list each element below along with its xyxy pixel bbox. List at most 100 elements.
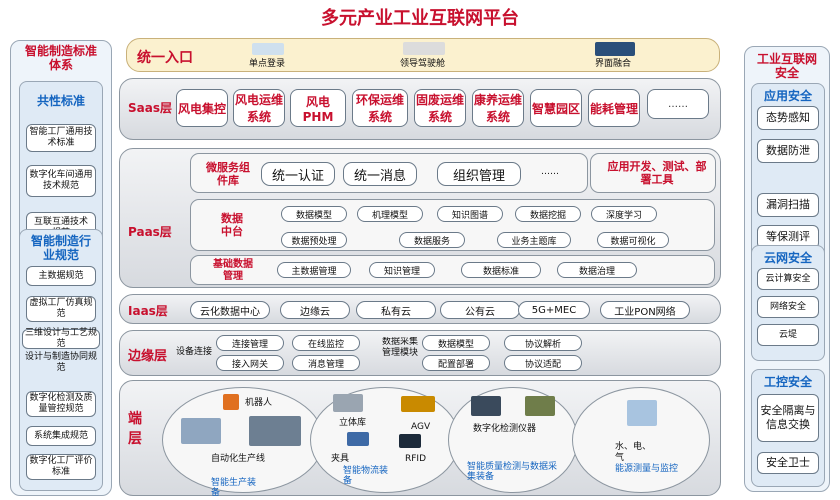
microservice-label: 微服务组件库 <box>206 161 250 187</box>
entry-label: 统一入口 <box>137 50 193 66</box>
standard-item[interactable]: 数字化检测及质量管控规范 <box>26 391 96 417</box>
standard-item[interactable]: 数字化工厂评价标准 <box>26 454 96 480</box>
iaas-label: Iaas层 <box>128 304 168 318</box>
data-item[interactable]: 数据服务 <box>399 232 465 248</box>
iaas-layer: Iaas层 云化数据中心 边缘云 私有云 公有云 5G+MEC 工业PON网络 <box>119 294 721 324</box>
data-item[interactable]: 数据预处理 <box>281 232 347 248</box>
cloud-security-title: 云网安全 <box>763 251 812 265</box>
data-item[interactable]: 深度学习 <box>591 206 657 222</box>
saas-item[interactable]: 风电集控 <box>176 89 228 127</box>
saas-item[interactable]: 固废运维系统 <box>414 89 466 127</box>
base-data-item[interactable]: 数据治理 <box>557 262 637 278</box>
end-item[interactable]: 数字化检测仪器 <box>473 424 537 434</box>
ics-security-title: 工控安全 <box>763 375 812 389</box>
agv-icon <box>401 396 435 412</box>
edge-item[interactable]: 在线监控 <box>292 335 360 351</box>
energy-monitoring-group: 水、电、气 能源测量与监控 <box>572 387 710 493</box>
data-item[interactable]: 业务主题库 <box>497 232 571 248</box>
warehouse-icon <box>333 394 363 412</box>
microservice-item[interactable]: …… <box>541 167 559 177</box>
edge-item[interactable]: 配置部署 <box>422 355 490 371</box>
saas-item[interactable]: 风电运维系统 <box>233 89 285 127</box>
edge-item[interactable]: 协议适配 <box>504 355 582 371</box>
edge-layer: 边缘层 设备连接 连接管理 在线监控 接入网关 消息管理 数据采集管理模块 数据… <box>119 330 721 376</box>
end-item[interactable]: AGV <box>411 422 431 432</box>
end-item[interactable]: 立体库 <box>339 418 367 428</box>
saas-item[interactable]: 环保运维系统 <box>352 89 408 127</box>
end-item[interactable]: 水、电、气 <box>615 442 652 463</box>
inspection-device-icon <box>471 396 501 416</box>
standard-item[interactable]: 系统集成规范 <box>26 426 96 446</box>
standard-item[interactable]: 主数据规范 <box>26 266 96 286</box>
iaas-item[interactable]: 公有云 <box>440 301 520 319</box>
security-item[interactable]: 安全隔离与信息交换 <box>757 394 819 442</box>
standard-item[interactable]: 虚拟工厂仿真规范 <box>26 296 96 322</box>
iaas-item[interactable]: 云化数据中心 <box>190 301 270 319</box>
security-heading: 工业互联网安全 <box>757 52 818 80</box>
base-data-item[interactable]: 数据标准 <box>461 262 541 278</box>
security-item[interactable]: 态势感知 <box>757 106 819 130</box>
standard-item[interactable]: 智能工厂通用技术标准 <box>26 124 96 152</box>
entry-layer: 统一入口 单点登录 领导驾驶舱 界面融合 <box>126 38 720 72</box>
entry-item[interactable]: 单点登录 <box>249 59 286 69</box>
data-collection-label: 数据采集管理模块 <box>382 337 418 358</box>
end-caption: 智能质量检测与数据采集装备 <box>467 462 558 482</box>
end-item[interactable]: 自动化生产线 <box>211 454 266 464</box>
security-item[interactable]: 网络安全 <box>757 296 819 318</box>
microservice-item[interactable]: 组织管理 <box>437 162 521 186</box>
iaas-item[interactable]: 工业PON网络 <box>600 301 690 319</box>
edge-item[interactable]: 协议解析 <box>504 335 582 351</box>
base-data-label: 基础数据管理 <box>213 259 253 282</box>
industry-standards-group: 智能制造行业规范 主数据规范 虚拟工厂仿真规范 三维设计与工艺规范 设计与制造协… <box>19 229 103 491</box>
data-item[interactable]: 数据可视化 <box>597 232 669 248</box>
saas-item[interactable]: …… <box>647 89 709 119</box>
edge-item[interactable]: 连接管理 <box>216 335 284 351</box>
security-item[interactable]: 漏洞扫描 <box>757 193 819 217</box>
app-security-group: 应用安全 态势感知 数据防泄 漏洞扫描 等保测评 <box>751 83 825 259</box>
security-item[interactable]: 安全卫士 <box>757 452 819 474</box>
end-item[interactable]: 机器人 <box>245 398 273 408</box>
devtools-label[interactable]: 应用开发、测试、部署工具 <box>607 160 707 186</box>
iaas-item[interactable]: 5G+MEC <box>518 301 590 319</box>
saas-item[interactable]: 能耗管理 <box>588 89 640 127</box>
end-item[interactable]: 夹具 <box>331 454 350 464</box>
standard-item[interactable]: 数字化车间通用技术规范 <box>26 165 96 197</box>
production-line-icon <box>181 418 221 444</box>
saas-item[interactable]: 风电PHM <box>290 89 346 127</box>
end-layer: 端层 机器人 自动化生产线 智能生产装备 立体库 AGV 夹具 RFID 智能物… <box>119 380 721 498</box>
standard-item[interactable]: 设计与制造协同规范 <box>24 352 97 373</box>
microservice-group: 微服务组件库 统一认证 统一消息 组织管理 …… <box>190 153 588 193</box>
edge-item[interactable]: 数据模型 <box>422 335 490 351</box>
edge-item[interactable]: 消息管理 <box>292 355 360 371</box>
data-item[interactable]: 数据挖掘 <box>515 206 581 222</box>
base-data-group: 基础数据管理 主数据管理 知识管理 数据标准 数据治理 <box>190 255 715 285</box>
machine-tool-icon <box>249 416 301 446</box>
microservice-item[interactable]: 统一消息 <box>343 162 417 186</box>
microservice-item[interactable]: 统一认证 <box>261 162 335 186</box>
data-item[interactable]: 知识图谱 <box>437 206 503 222</box>
security-item[interactable]: 云堤 <box>757 324 819 346</box>
data-middle-group: 数据中台 数据模型 机理模型 知识图谱 数据挖掘 深度学习 数据预处理 数据服务… <box>190 199 715 251</box>
edge-item[interactable]: 接入网关 <box>216 355 284 371</box>
end-item[interactable]: RFID <box>405 454 427 464</box>
base-data-item[interactable]: 知识管理 <box>369 262 435 278</box>
base-data-item[interactable]: 主数据管理 <box>277 262 351 278</box>
standards-panel: 智能制造标准体系 共性标准 智能工厂通用技术标准 数字化车间通用技术规范 互联互… <box>10 40 112 496</box>
saas-item[interactable]: 智慧园区 <box>530 89 582 127</box>
security-item[interactable]: 数据防泄 <box>757 139 819 163</box>
common-standards-title: 共性标准 <box>36 94 85 108</box>
end-caption: 智能物流装备 <box>343 466 389 486</box>
iaas-item[interactable]: 边缘云 <box>280 301 350 319</box>
logistics-equipment-group: 立体库 AGV 夹具 RFID 智能物流装备 <box>310 387 460 493</box>
saas-item[interactable]: 康养运维系统 <box>472 89 524 127</box>
entry-item[interactable]: 领导驾驶舱 <box>400 59 446 69</box>
data-item[interactable]: 数据模型 <box>281 206 347 222</box>
standards-heading: 智能制造标准体系 <box>25 44 98 72</box>
paas-layer: Paas层 微服务组件库 统一认证 统一消息 组织管理 …… 应用开发、测试、部… <box>119 148 721 288</box>
standard-item[interactable]: 三维设计与工艺规范 <box>22 328 100 349</box>
app-security-title: 应用安全 <box>763 89 812 103</box>
iaas-item[interactable]: 私有云 <box>356 301 436 319</box>
data-item[interactable]: 机理模型 <box>357 206 423 222</box>
security-item[interactable]: 云计算安全 <box>757 268 819 290</box>
entry-item[interactable]: 界面融合 <box>595 59 632 69</box>
